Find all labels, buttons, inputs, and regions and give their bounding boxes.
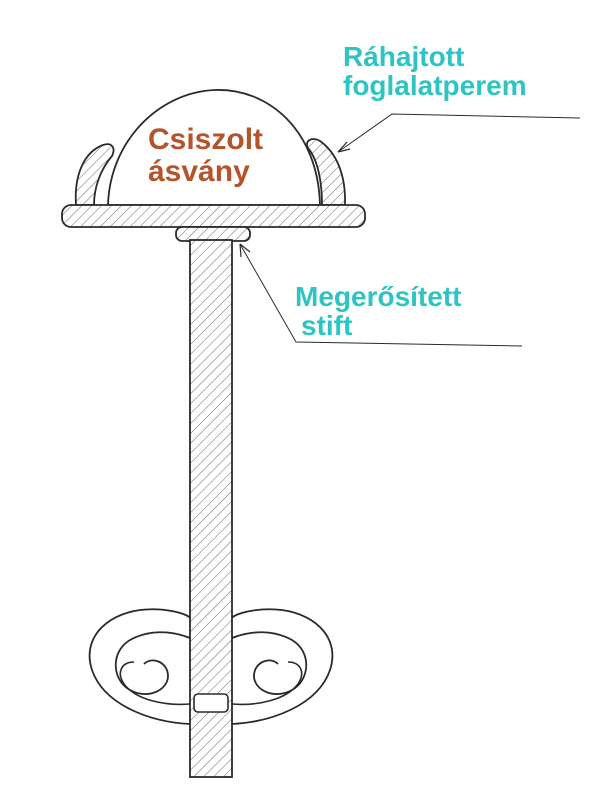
prong-label-line-1: Ráhajtott xyxy=(343,41,465,72)
post-leader-line xyxy=(239,243,523,347)
stem-joint-ring xyxy=(193,693,229,713)
right-scroll xyxy=(231,608,334,725)
prong-label-line-2: foglalatperem xyxy=(343,70,527,102)
setting-plate xyxy=(61,204,366,228)
post-label-line-2: stift xyxy=(301,310,353,342)
prong-leader-arrow xyxy=(337,141,351,153)
left-prong xyxy=(74,143,115,206)
post-leader-arrow xyxy=(239,243,251,258)
right-scroll-inner xyxy=(231,661,303,706)
reinforced-stem xyxy=(189,239,233,778)
mineral-label: Csiszolt ásvány xyxy=(148,124,263,187)
prong-label: Ráhajtott foglalatperem xyxy=(343,42,527,101)
mineral-label-line-1: Csiszolt xyxy=(148,123,264,156)
left-scroll xyxy=(88,608,191,725)
stem-collar xyxy=(175,226,251,242)
mineral-label-line-2: ásvány xyxy=(148,154,250,188)
prong-leader-line xyxy=(337,113,581,153)
right-prong xyxy=(306,138,346,206)
post-label: Megerősített stift xyxy=(295,282,461,341)
mineral-dome xyxy=(107,89,321,206)
left-scroll-inner xyxy=(119,661,191,706)
post-label-line-1: Megerősített xyxy=(295,281,462,312)
